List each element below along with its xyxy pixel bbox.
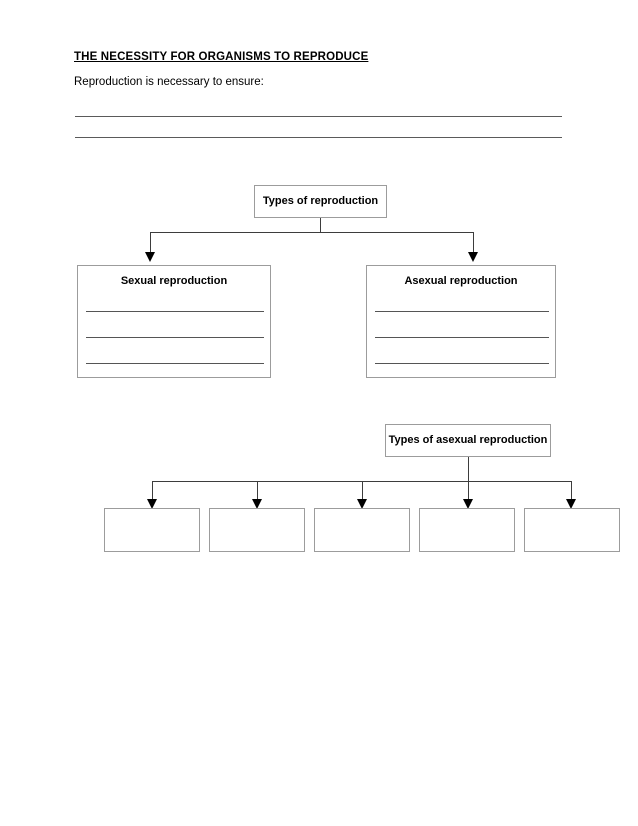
sexual-answer-line-2[interactable] xyxy=(86,337,264,338)
arrowhead-5 xyxy=(566,499,576,509)
connector-drop-5 xyxy=(571,481,572,506)
arrowhead-3 xyxy=(357,499,367,509)
arrowhead-asexual xyxy=(468,252,478,262)
asexual-answer-line-1[interactable] xyxy=(375,311,549,312)
asexual-type-box-3[interactable] xyxy=(314,508,410,552)
node-label: Asexual reproduction xyxy=(404,275,518,287)
connector-bus-bottom xyxy=(152,481,571,482)
arrowhead-sexual xyxy=(145,252,155,262)
node-sexual-reproduction[interactable]: Sexual reproduction xyxy=(77,265,271,378)
asexual-type-box-5[interactable] xyxy=(524,508,620,552)
connector-drop-2 xyxy=(257,481,258,506)
connector-drop-asexual xyxy=(473,232,474,254)
node-label: Types of asexual reproduction xyxy=(388,434,548,446)
arrowhead-4 xyxy=(463,499,473,509)
intro-prompt: Reproduction is necessary to ensure: xyxy=(74,76,264,88)
asexual-type-box-4[interactable] xyxy=(419,508,515,552)
asexual-type-box-1[interactable] xyxy=(104,508,200,552)
node-asexual-reproduction[interactable]: Asexual reproduction xyxy=(366,265,556,378)
sexual-answer-line-1[interactable] xyxy=(86,311,264,312)
connector-root-stem xyxy=(320,218,321,232)
asexual-type-box-2[interactable] xyxy=(209,508,305,552)
answer-line-2[interactable] xyxy=(75,137,562,138)
answer-line-1[interactable] xyxy=(75,116,562,117)
node-label: Types of reproduction xyxy=(262,195,379,207)
asexual-answer-line-2[interactable] xyxy=(375,337,549,338)
connector-drop-3 xyxy=(362,481,363,506)
page-title: THE NECESSITY FOR ORGANISMS TO REPRODUCE xyxy=(74,51,369,63)
node-types-of-asexual-reproduction[interactable]: Types of asexual reproduction xyxy=(385,424,551,457)
sexual-answer-line-3[interactable] xyxy=(86,363,264,364)
connector-drop-1 xyxy=(152,481,153,506)
arrowhead-1 xyxy=(147,499,157,509)
connector-drop-sexual xyxy=(150,232,151,254)
connector-bus-top xyxy=(150,232,473,233)
node-label: Sexual reproduction xyxy=(120,275,228,287)
arrowhead-2 xyxy=(252,499,262,509)
asexual-answer-line-3[interactable] xyxy=(375,363,549,364)
node-types-of-reproduction[interactable]: Types of reproduction xyxy=(254,185,387,218)
